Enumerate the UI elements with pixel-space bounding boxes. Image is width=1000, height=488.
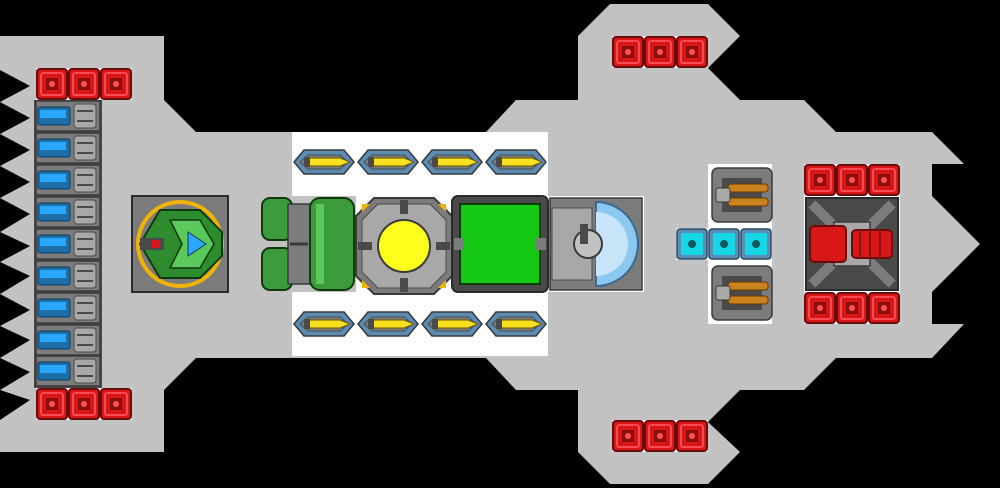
energy-cell-icon[interactable] [676,228,708,260]
engine-cell-icon[interactable] [35,132,101,164]
missile-icon[interactable] [293,149,355,175]
energy-cell-icon[interactable] [740,228,772,260]
cannon-icon[interactable] [711,167,773,223]
energy-cell-icon[interactable] [708,228,740,260]
armor-block-icon[interactable] [68,388,100,420]
armor-block-icon[interactable] [68,68,100,100]
reactor-icon[interactable] [355,197,453,295]
shield-generator-icon[interactable] [451,195,549,293]
engine-cell-icon[interactable] [35,228,101,260]
engine-cell-icon[interactable] [35,355,101,387]
armor-block-icon[interactable] [868,164,900,196]
engine-cell-icon[interactable] [35,292,101,324]
armor-block-icon[interactable] [100,68,132,100]
fuel-tank-icon[interactable] [260,196,356,292]
armor-block-icon[interactable] [804,164,836,196]
missile-icon[interactable] [485,149,547,175]
armor-block-icon[interactable] [100,388,132,420]
armor-block-icon[interactable] [836,164,868,196]
armor-block-icon[interactable] [868,292,900,324]
engine-stack[interactable] [34,100,102,388]
missile-icon[interactable] [421,311,483,337]
armor-block-icon[interactable] [836,292,868,324]
armor-block-icon[interactable] [612,36,644,68]
missile-icon[interactable] [485,311,547,337]
armor-block-icon[interactable] [36,388,68,420]
cannon-bay[interactable] [676,167,773,321]
missile-icon[interactable] [293,311,355,337]
engine-cell-icon[interactable] [35,324,101,356]
engine-cell-icon[interactable] [35,100,101,132]
armor-block-icon[interactable] [804,292,836,324]
armor-block-icon[interactable] [644,420,676,452]
engine-cell-icon[interactable] [35,164,101,196]
armor-block-icon[interactable] [36,68,68,100]
missile-icon[interactable] [357,311,419,337]
armor-block-icon[interactable] [612,420,644,452]
armor-block-icon[interactable] [676,36,708,68]
heavy-turret-icon[interactable] [805,197,899,291]
engine-cell-icon[interactable] [35,196,101,228]
sensor-dome-icon[interactable] [549,197,643,291]
missile-icon[interactable] [421,149,483,175]
cockpit-icon[interactable] [131,195,229,293]
engine-cell-icon[interactable] [35,260,101,292]
missile-icon[interactable] [357,149,419,175]
armor-block-icon[interactable] [644,36,676,68]
armor-block-icon[interactable] [676,420,708,452]
cannon-icon[interactable] [711,265,773,321]
